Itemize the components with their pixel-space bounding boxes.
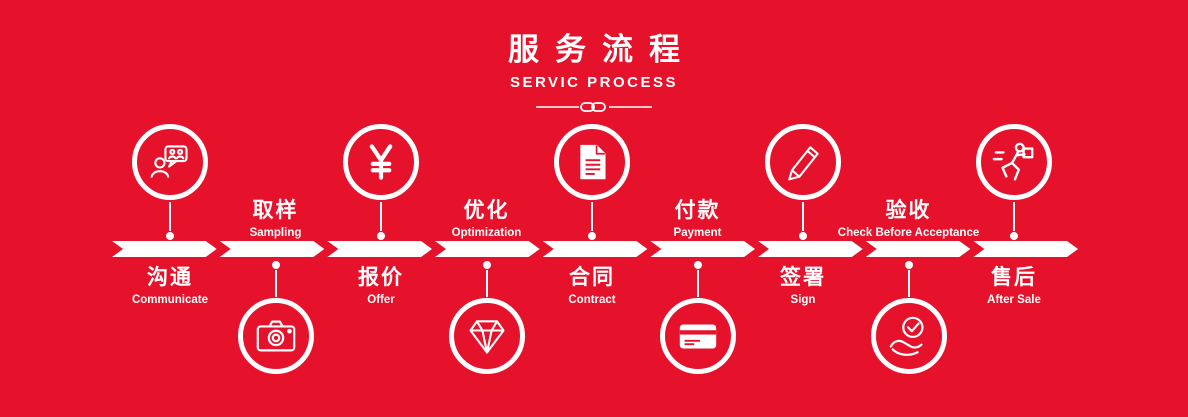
step-label-zh: 优化 — [463, 199, 510, 222]
step-label-zh: 取样 — [252, 199, 299, 222]
step-label-zh: 报价 — [358, 266, 404, 289]
credit-card-icon — [675, 313, 721, 359]
step-label-en: Communicate — [131, 294, 209, 306]
page-subtitle: SERVIC PROCESS — [509, 74, 679, 91]
connector-line — [696, 270, 699, 297]
arrow-segment — [112, 241, 217, 257]
connector-dot — [904, 261, 913, 269]
connector-dot — [377, 232, 385, 240]
connector-line — [485, 270, 488, 297]
arrow-segment — [543, 241, 648, 257]
step-icon-circle — [659, 298, 736, 374]
step-label-en: Sampling — [249, 227, 302, 239]
connector-dot — [588, 232, 596, 240]
step-label: 合同 Contract — [568, 261, 615, 306]
page-title: 服务流程 — [508, 32, 696, 67]
arrow-segment — [220, 241, 325, 257]
step-label-zh: 验收 — [885, 199, 932, 222]
arrow-segment — [327, 241, 432, 257]
process-arrow-ribbon — [112, 241, 1078, 257]
connector-dot — [799, 232, 807, 240]
yuan-icon — [359, 140, 403, 184]
step-label-en: Optimization — [451, 227, 522, 239]
step-label-zh: 合同 — [569, 266, 615, 289]
diamond-icon — [465, 314, 509, 358]
step-icon-circle — [765, 124, 841, 200]
step-label-en: Offer — [367, 294, 395, 306]
connector-line — [169, 202, 171, 231]
step-label-zh: 沟通 — [146, 266, 193, 289]
connector-line — [274, 270, 277, 297]
connector-line — [907, 270, 910, 297]
step-label: 验收 Check Before Acceptance — [838, 194, 979, 239]
step-label-zh: 付款 — [674, 199, 721, 222]
connector-dot — [693, 261, 702, 269]
step-label: 付款 Payment — [674, 194, 722, 239]
step-icon-circle — [237, 298, 314, 374]
arrow-segment — [435, 241, 540, 257]
step-icon-circle — [343, 124, 419, 200]
camera-icon — [253, 313, 299, 359]
connector-line — [1013, 202, 1015, 231]
arrow-segment — [973, 241, 1078, 257]
connector-line — [802, 202, 804, 231]
step-label-zh: 售后 — [991, 266, 1037, 289]
step-icon-circle — [448, 298, 525, 374]
connector-line — [380, 202, 382, 231]
connector-dot — [271, 261, 280, 269]
step-label: 沟通 Communicate — [132, 261, 208, 306]
chain-link-icon — [0, 100, 1188, 119]
step-label: 售后 After Sale — [987, 261, 1041, 306]
step-icon-circle — [870, 298, 947, 374]
banner-header: 服务流程 SERVIC PROCESS — [0, 24, 1188, 119]
document-icon — [570, 140, 614, 184]
step-label: 优化 Optimization — [452, 194, 522, 239]
step-label: 签署 Sign — [780, 261, 826, 306]
connector-dot — [1010, 232, 1018, 240]
step-label-zh: 签署 — [780, 266, 826, 289]
delivery-icon — [991, 139, 1037, 185]
arrow-segment — [866, 241, 971, 257]
hand-check-icon — [886, 313, 932, 359]
step-label-en: Payment — [673, 227, 722, 239]
step-label-en: Check Before Acceptance — [837, 227, 980, 239]
step-icon-circle — [554, 124, 630, 200]
arrow-segment — [758, 241, 863, 257]
connector-line — [591, 202, 593, 231]
people-chat-icon — [148, 140, 192, 184]
step-label: 取样 Sampling — [250, 194, 302, 239]
step-icon-circle — [976, 124, 1052, 200]
step-label: 报价 Offer — [358, 261, 404, 306]
connector-dot — [166, 232, 174, 240]
pencil-icon — [781, 140, 825, 184]
arrow-segment — [650, 241, 755, 257]
step-icon-circle — [132, 124, 208, 200]
connector-dot — [482, 261, 491, 269]
step-label-en: Contract — [568, 294, 616, 306]
step-label-en: Sign — [790, 294, 816, 306]
step-label-en: After Sale — [987, 294, 1041, 306]
